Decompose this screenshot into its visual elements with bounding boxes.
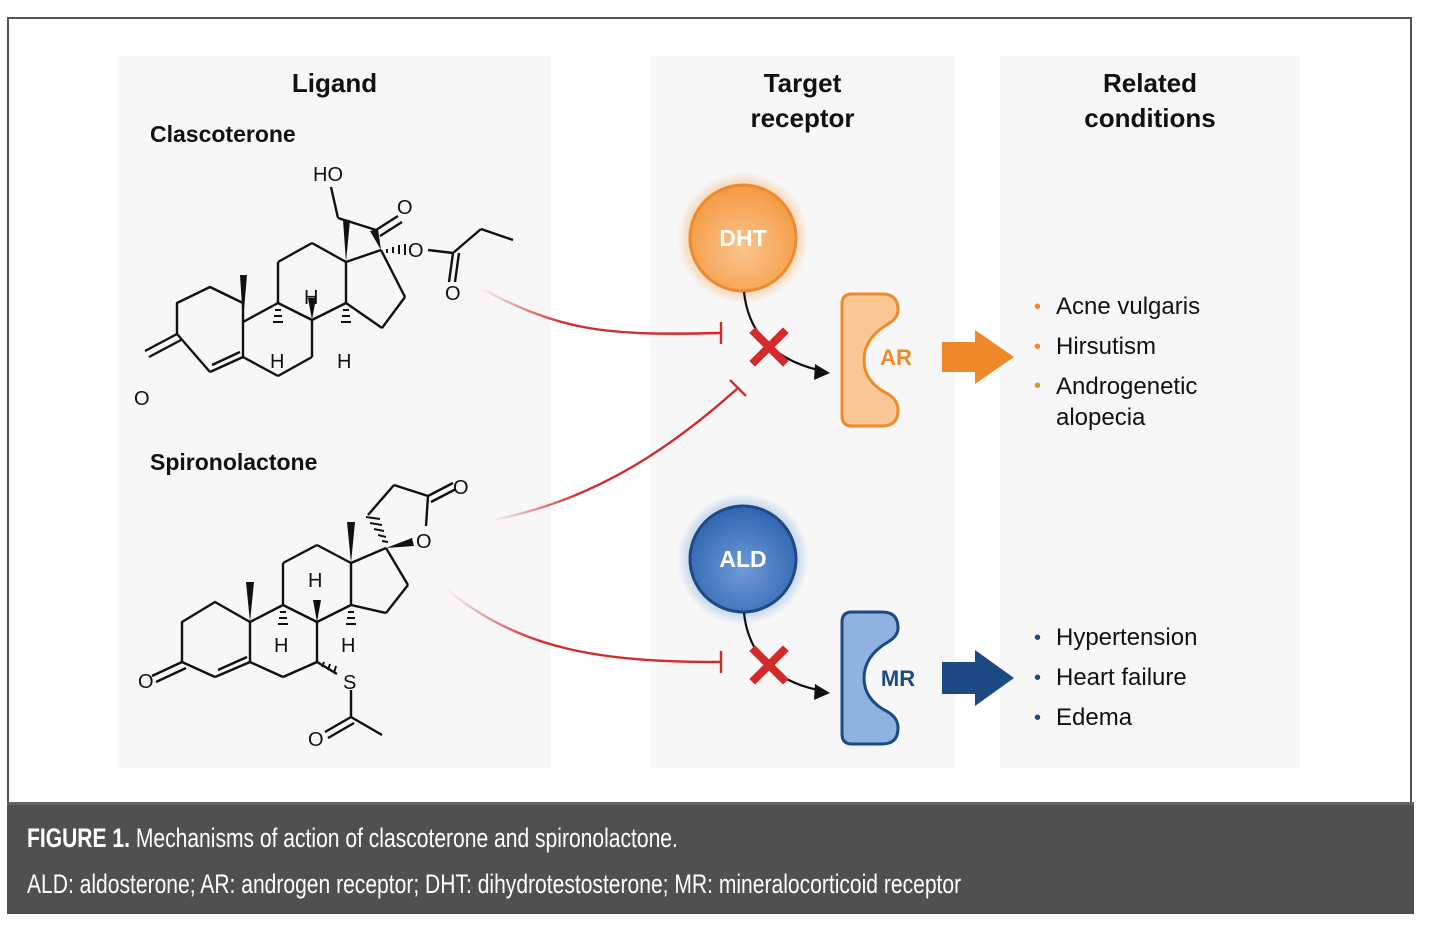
- block-x-icon: [749, 327, 789, 367]
- bullet-icon: •: [1034, 707, 1042, 729]
- bullet-icon: •: [1034, 336, 1042, 358]
- dht-label: DHT: [719, 225, 766, 251]
- inhibition-bar-2: [729, 379, 747, 397]
- condition-text: Hirsutism: [1056, 333, 1156, 360]
- figure-label: FIGURE 1.: [27, 823, 130, 853]
- related-conditions-header: Related conditions: [1000, 66, 1300, 136]
- svg-text:O: O: [445, 283, 461, 305]
- svg-text:H: H: [308, 570, 322, 592]
- condition-text: Androgenetic: [1056, 373, 1198, 400]
- ar-label: AR: [880, 345, 912, 370]
- svg-text:O: O: [138, 671, 154, 693]
- condition-item: • Heart failure: [1032, 658, 1197, 698]
- arrowhead-icon: [814, 684, 830, 700]
- condition-item: • Hirsutism: [1032, 327, 1200, 367]
- svg-text:O: O: [453, 477, 469, 499]
- condition-text: Heart failure: [1056, 664, 1187, 691]
- spironolactone-atom-labels: O O O S O H H H: [138, 477, 469, 751]
- condition-text: Edema: [1056, 704, 1133, 731]
- clascoterone-name: Clascoterone: [150, 121, 296, 147]
- svg-text:O: O: [134, 388, 150, 410]
- svg-text:O: O: [397, 197, 413, 219]
- clascoterone-atom-labels: HO O O O O H H H: [134, 164, 461, 410]
- condition-text: Hypertension: [1056, 624, 1198, 651]
- target-header-line1: Target: [763, 68, 842, 98]
- spironolactone-name: Spironolactone: [150, 449, 318, 475]
- ar-receptor-shape: [840, 292, 900, 428]
- target-receptor-header: Target receptor: [650, 66, 955, 136]
- mr-label: MR: [881, 666, 915, 691]
- ald-mr-pathway: ALD MR: [677, 493, 1014, 746]
- bullet-icon: •: [1034, 627, 1042, 649]
- svg-text:O: O: [416, 531, 432, 553]
- related-header-line2: conditions: [1084, 103, 1216, 133]
- mr-receptor-shape: [840, 610, 900, 746]
- condition-text: Acne vulgaris: [1056, 293, 1201, 320]
- svg-text:O: O: [308, 729, 324, 751]
- dht-ligand-circle: [688, 183, 798, 293]
- ligand-header: Ligand: [118, 66, 551, 101]
- spironolactone-to-mr-inhibition: [444, 587, 721, 664]
- figure-caption: FIGURE 1. Mechanisms of action of clasco…: [7, 802, 1414, 914]
- related-header-line1: Related: [1103, 68, 1197, 98]
- condition-item: • Hypertension: [1032, 618, 1197, 658]
- svg-text:O: O: [408, 240, 424, 262]
- spironolactone-structure: [151, 481, 457, 740]
- ald-label: ALD: [719, 546, 766, 572]
- svg-text:HO: HO: [313, 164, 343, 186]
- target-receptor-panel: [650, 56, 955, 768]
- svg-text:H: H: [337, 351, 351, 373]
- spironolactone-hash-bonds: [278, 516, 389, 674]
- bullet-icon: •: [1034, 296, 1042, 318]
- arrowhead-icon: [814, 364, 830, 380]
- ligand-header-text: Ligand: [291, 68, 378, 98]
- condition-item: • Androgenetic alopecia: [1032, 367, 1200, 433]
- androgen-conditions-list: • Acne vulgaris • Hirsutism • Androgenetic a…: [1032, 287, 1200, 433]
- caption-abbreviations: ALD: aldosterone; AR: androgen receptor;…: [27, 869, 962, 899]
- inhibition-lines: [444, 286, 747, 673]
- clascoterone-stereo-bonds: [240, 220, 381, 322]
- svg-text:H: H: [270, 351, 284, 373]
- spironolactone-to-ar-inhibition: [491, 387, 739, 522]
- svg-text:S: S: [343, 672, 356, 694]
- related-conditions-panel: [1000, 56, 1300, 768]
- ald-ligand-circle: [688, 504, 798, 614]
- clascoterone-structure: [144, 186, 514, 378]
- mineralocorticoid-conditions-list: • Hypertension • Heart failure • Edema: [1032, 618, 1197, 738]
- block-x-icon: [749, 645, 789, 685]
- ligand-panel: [118, 56, 551, 768]
- condition-item: • Edema: [1032, 698, 1197, 738]
- svg-text:H: H: [304, 287, 318, 309]
- clascoterone-to-ar-inhibition: [479, 286, 721, 335]
- condition-item: • Acne vulgaris: [1032, 287, 1200, 327]
- caption-title: Mechanisms of action of clascoterone and…: [129, 823, 678, 853]
- condition-text-continued: alopecia: [1056, 404, 1146, 431]
- spironolactone-stereo-bonds: [246, 522, 414, 622]
- mr-outcome-arrow: [942, 650, 1014, 706]
- svg-text:H: H: [274, 635, 288, 657]
- dht-ar-pathway: DHT AR: [677, 172, 1014, 428]
- ar-outcome-arrow: [942, 330, 1014, 384]
- target-header-line2: receptor: [750, 103, 855, 133]
- bullet-icon: •: [1034, 667, 1042, 689]
- caption-title-line: FIGURE 1. Mechanisms of action of clasco…: [27, 823, 678, 854]
- bullet-icon: •: [1034, 375, 1042, 397]
- clascoterone-hash-bonds: [273, 244, 406, 323]
- svg-text:H: H: [341, 635, 355, 657]
